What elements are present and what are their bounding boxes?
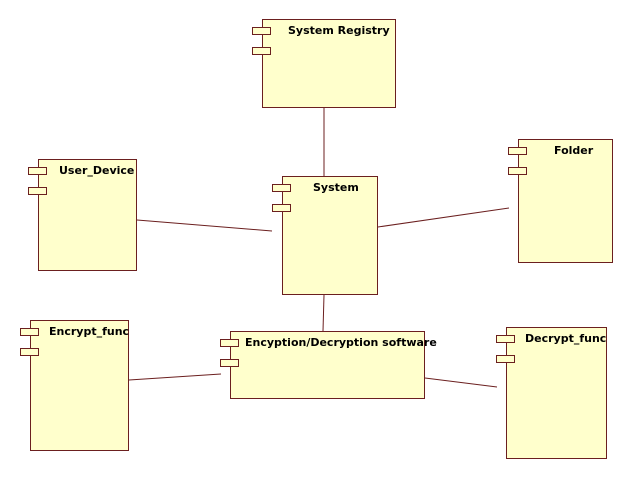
component-port-icon bbox=[220, 339, 239, 347]
connector-encrypt-software[interactable] bbox=[128, 373, 222, 381]
component-user-device[interactable]: User_Device bbox=[28, 159, 137, 271]
component-label: User_Device bbox=[59, 164, 135, 177]
component-port-icon bbox=[496, 335, 515, 343]
component-port-icon bbox=[252, 27, 271, 35]
component-label: Folder bbox=[554, 144, 594, 157]
component-port-icon bbox=[272, 204, 291, 212]
component-system[interactable]: System bbox=[272, 176, 378, 295]
component-port-icon bbox=[272, 184, 291, 192]
connector-system-folder[interactable] bbox=[377, 207, 510, 228]
component-port-icon bbox=[252, 47, 271, 55]
connector-software-decrypt[interactable] bbox=[424, 377, 498, 388]
connector-system-software[interactable] bbox=[322, 294, 325, 332]
component-label: System bbox=[313, 181, 359, 194]
component-decrypt-func[interactable]: Decrypt_func bbox=[496, 327, 607, 459]
component-port-icon bbox=[28, 167, 47, 175]
component-port-icon bbox=[220, 359, 239, 367]
component-port-icon bbox=[20, 348, 39, 356]
component-encryption-software[interactable]: Encyption/Decryption software bbox=[220, 331, 437, 399]
component-port-icon bbox=[508, 147, 527, 155]
component-port-icon bbox=[28, 187, 47, 195]
component-folder[interactable]: Folder bbox=[508, 139, 613, 263]
component-label: Encyption/Decryption software bbox=[245, 336, 437, 349]
component-port-icon bbox=[496, 355, 515, 363]
component-port-icon bbox=[508, 167, 527, 175]
component-label: System Registry bbox=[288, 24, 390, 37]
connector-user-system[interactable] bbox=[136, 219, 273, 232]
component-port-icon bbox=[20, 328, 39, 336]
component-label: Encrypt_func bbox=[49, 325, 130, 338]
component-label: Decrypt_func bbox=[525, 332, 607, 345]
component-system-registry[interactable]: System Registry bbox=[252, 19, 396, 108]
component-encrypt-func[interactable]: Encrypt_func bbox=[20, 320, 130, 451]
